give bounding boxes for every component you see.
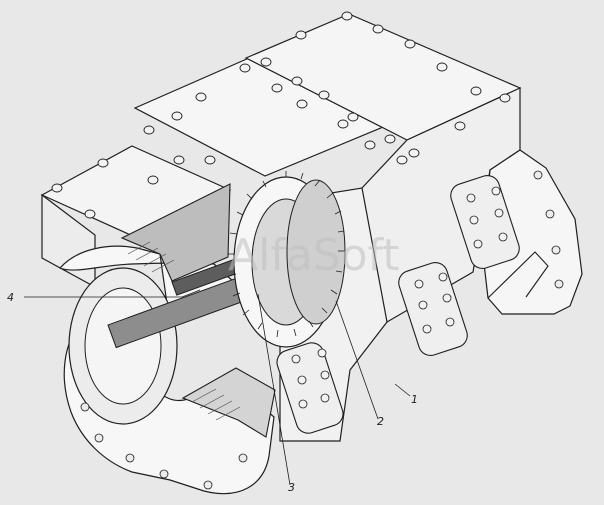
cover-bolts	[291, 186, 508, 409]
callout-3: 3	[288, 481, 295, 494]
end-bracket	[481, 149, 583, 315]
front-bore-inner	[84, 287, 162, 405]
drum-face	[286, 179, 346, 325]
watermark: AlfaSoft	[228, 230, 400, 281]
callout-1: 1	[411, 393, 418, 406]
end-bracket-inner-web	[487, 251, 549, 299]
callout-4: 4	[7, 291, 14, 304]
cutaway-opening	[120, 183, 231, 282]
gear-teeth	[228, 171, 345, 338]
callout-2: 2	[377, 415, 384, 428]
callout-leaders	[24, 289, 411, 486]
left-cover-plate	[276, 342, 344, 434]
section-hatching	[127, 241, 241, 421]
flange-holes	[80, 170, 564, 490]
housing-bolts	[51, 11, 511, 219]
